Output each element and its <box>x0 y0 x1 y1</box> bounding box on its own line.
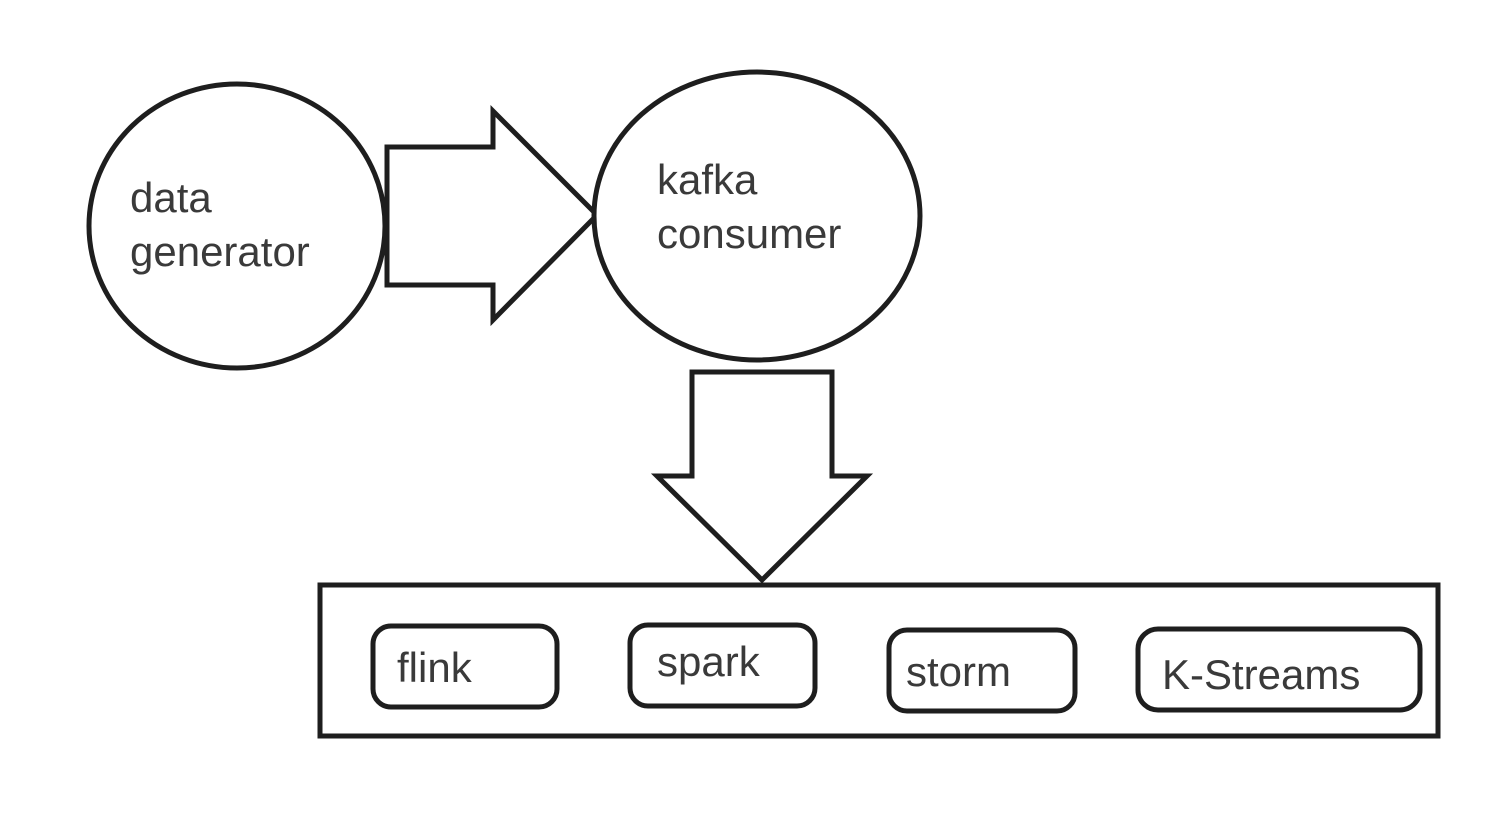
engine-spark: spark <box>627 622 818 709</box>
down-arrow <box>650 369 874 584</box>
engine-spark-label: spark <box>657 638 761 685</box>
engine-flink: flink <box>370 623 560 710</box>
engine-storm: storm <box>886 627 1078 714</box>
engine-flink-box <box>370 623 560 710</box>
kafka-consumer-label-line1: kafka <box>657 156 758 203</box>
engine-k-streams: K-Streams <box>1135 626 1423 713</box>
kafka-consumer-label-line2: consumer <box>657 210 841 257</box>
engine-k-streams-box <box>1135 626 1423 713</box>
engine-flink-label: flink <box>397 644 473 691</box>
right-arrow <box>384 104 601 327</box>
data-generator-label-line1: data <box>130 174 212 221</box>
engine-spark-box <box>627 622 818 709</box>
engine-k-streams-label: K-Streams <box>1162 651 1360 698</box>
kafka-consumer-circle <box>591 69 923 363</box>
kafka-consumer-node: kafka consumer <box>591 69 923 363</box>
data-generator-node: data generator <box>86 81 388 371</box>
engine-storm-label: storm <box>906 648 1011 695</box>
data-generator-circle <box>86 81 388 371</box>
engine-storm-box <box>886 627 1078 714</box>
data-generator-label-line2: generator <box>130 228 310 275</box>
